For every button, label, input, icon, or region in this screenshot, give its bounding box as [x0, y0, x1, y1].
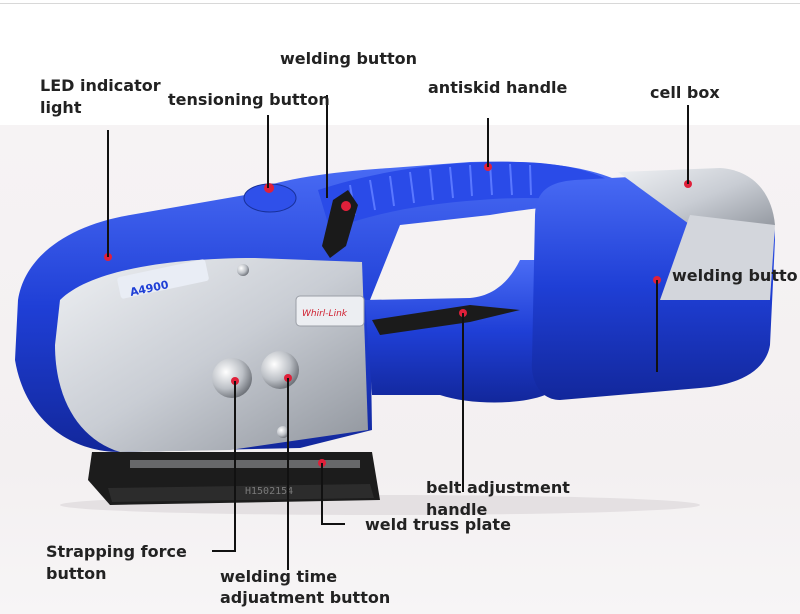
label-welding-button: welding button	[280, 49, 417, 68]
label-tensioning-button: tensioning button	[168, 90, 330, 109]
welding-time-knob	[261, 351, 299, 389]
panel-reflection	[130, 460, 360, 468]
base-plate-edge	[108, 484, 374, 502]
label-cell-box: cell box	[650, 83, 720, 102]
model-badge	[117, 259, 209, 299]
label-belt-adjustment-line1: belt adjustment	[426, 478, 570, 497]
top-divider	[0, 3, 800, 4]
label-led-indicator-light: LED indicator light	[40, 76, 161, 117]
cell-box-side-panel	[660, 215, 775, 300]
screw-top	[237, 264, 249, 276]
label-weld-truss-plate: weld truss plate	[365, 515, 511, 534]
front-panel	[55, 258, 368, 452]
strapping-force-knob	[212, 358, 252, 398]
cell-box-cap	[618, 168, 775, 232]
base-plate-text: H1502154	[245, 486, 293, 497]
label-strapping-force-line1: Strapping force	[46, 542, 187, 561]
belt-adjustment-handle	[372, 305, 520, 335]
label-welding-time-line2: adjuatment button	[220, 588, 391, 607]
label-welding-time-line1: welding time	[220, 567, 338, 586]
label-strapping-force-line2: button	[46, 564, 107, 583]
callout-lines	[107, 95, 689, 570]
background-top	[0, 0, 800, 125]
screw-bottom	[277, 426, 289, 438]
label-belt-adjustment-line2: handle	[426, 500, 488, 519]
lower-arm	[365, 260, 545, 403]
label-welding-button-side: welding butto	[672, 266, 798, 285]
label-antiskid-handle: antiskid handle	[428, 78, 568, 97]
brand-plate-text: Whirl-Link	[302, 309, 348, 319]
brand-plate	[295, 295, 365, 327]
